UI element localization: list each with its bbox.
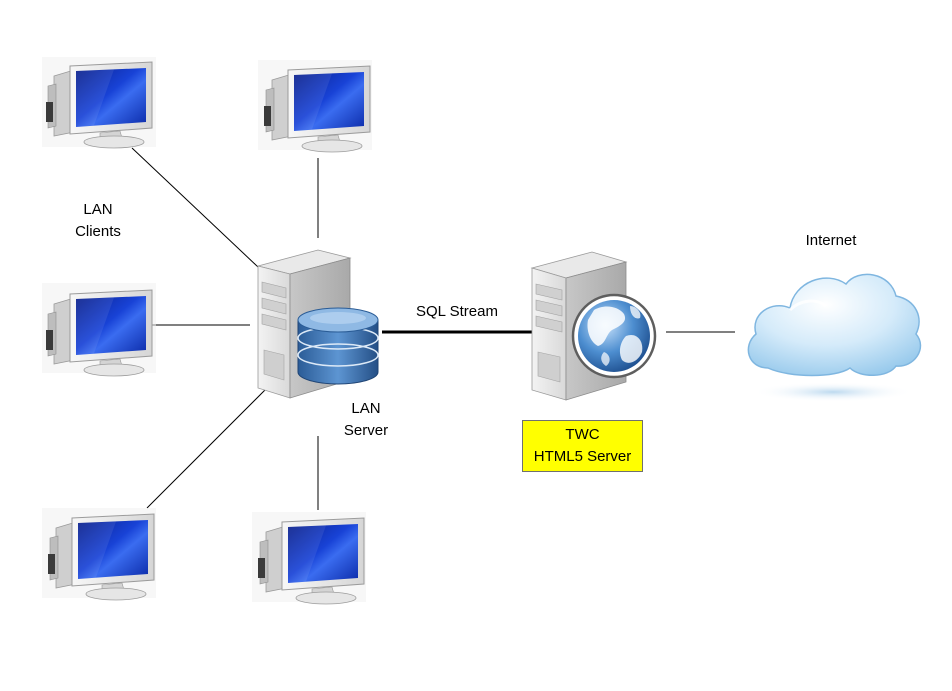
lan-server-label-line-1: LAN: [351, 400, 381, 417]
twc-server-label-box: TWC HTML5 Server: [522, 420, 643, 472]
lan-clients-label: LAN Clients: [62, 199, 134, 243]
twc-server-label-line-1: TWC: [565, 426, 600, 443]
internet-label: Internet: [805, 232, 857, 249]
lan-server: [256, 249, 379, 399]
lan-server-label-line-2: Server: [343, 422, 389, 439]
link-client-4-to-server: [146, 389, 266, 509]
globe-icon: [571, 293, 657, 379]
lan-clients-label-line-2: Clients: [75, 223, 121, 240]
lan-clients-label-line-1: LAN: [83, 201, 113, 218]
twc-html5-server: [530, 251, 657, 401]
twc-server-label-line-2: HTML5 Server: [533, 448, 632, 465]
lan-client-1: [42, 57, 156, 149]
connectors: [131, 147, 735, 510]
cloud-icon: [747, 273, 922, 377]
lan-client-3: [42, 283, 156, 377]
lan-client-2: [258, 60, 372, 153]
lan-client-4: [42, 508, 156, 601]
lan-server-label: LAN Server: [330, 398, 402, 442]
sql-stream-label: SQL Stream: [416, 303, 498, 320]
database-icon: [297, 307, 379, 385]
link-client-1-to-server: [131, 147, 259, 268]
lan-client-5: [252, 512, 366, 605]
internet-cloud: [747, 273, 922, 402]
